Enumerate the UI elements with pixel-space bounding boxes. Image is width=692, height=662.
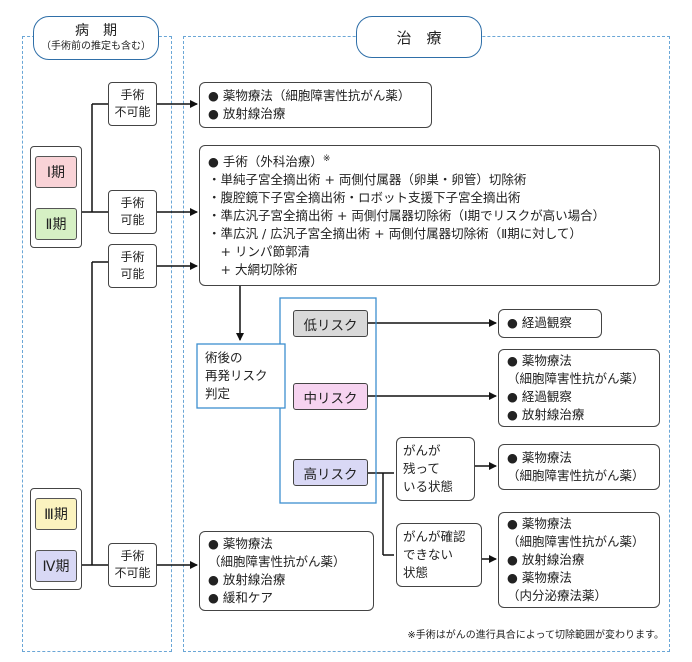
stage-1: Ⅰ期 xyxy=(35,156,77,188)
treatment-box-nonsurgical-early: ● 薬物療法（細胞障害性抗がん薬） ● 放射線治療 xyxy=(199,82,432,128)
treatment-box-nonsurgical-advanced: ● 薬物療法 （細胞障害性抗がん薬） ● 放射線治療 ● 緩和ケア xyxy=(199,531,374,611)
stage-panel-title: 病 期 （手術前の推定も含む） xyxy=(33,16,159,60)
stage-3: Ⅲ期 xyxy=(35,498,77,530)
surgery-not-possible-bottom: 手術 不可能 xyxy=(108,543,157,587)
outcome-remaining: ● 薬物療法 （細胞障害性抗がん薬） xyxy=(498,444,660,490)
outcome-mid: ● 薬物療法 （細胞障害性抗がん薬） ● 経過観察 ● 放射線治療 xyxy=(498,349,660,427)
footnote: ※手術はがんの進行具合によって切除範囲が変わります。 xyxy=(407,630,664,641)
treatment-panel-title: 治 療 xyxy=(356,16,482,58)
surgery-possible-advanced: 手術 可能 xyxy=(108,244,157,288)
risk-mid: 中リスク xyxy=(293,383,368,410)
outcome-unconfirmed: ● 薬物療法 （細胞障害性抗がん薬） ● 放射線治療 ● 薬物療法 （内分泌療法… xyxy=(498,512,660,608)
surgery-not-possible-top: 手術 不可能 xyxy=(108,82,157,126)
recurrence-risk-label: 術後の 再発リスク 判定 xyxy=(205,350,268,401)
condition-unconfirmed: がんが確認 できない 状態 xyxy=(396,523,482,587)
surgery-treatment-box: ● 手術（外科治療）※ ・単純子宮全摘出術 + 両側付属器（卵巣・卵管）切除術 … xyxy=(199,145,660,286)
risk-high: 高リスク xyxy=(293,459,368,486)
outcome-low: ● 経過観察 xyxy=(498,309,602,338)
stage-4: Ⅳ期 xyxy=(35,550,77,582)
condition-remaining: がんが 残って いる状態 xyxy=(396,437,475,501)
risk-low: 低リスク xyxy=(293,310,368,337)
surgery-possible-early: 手術 可能 xyxy=(108,190,157,234)
stage-2: Ⅱ期 xyxy=(35,208,77,240)
